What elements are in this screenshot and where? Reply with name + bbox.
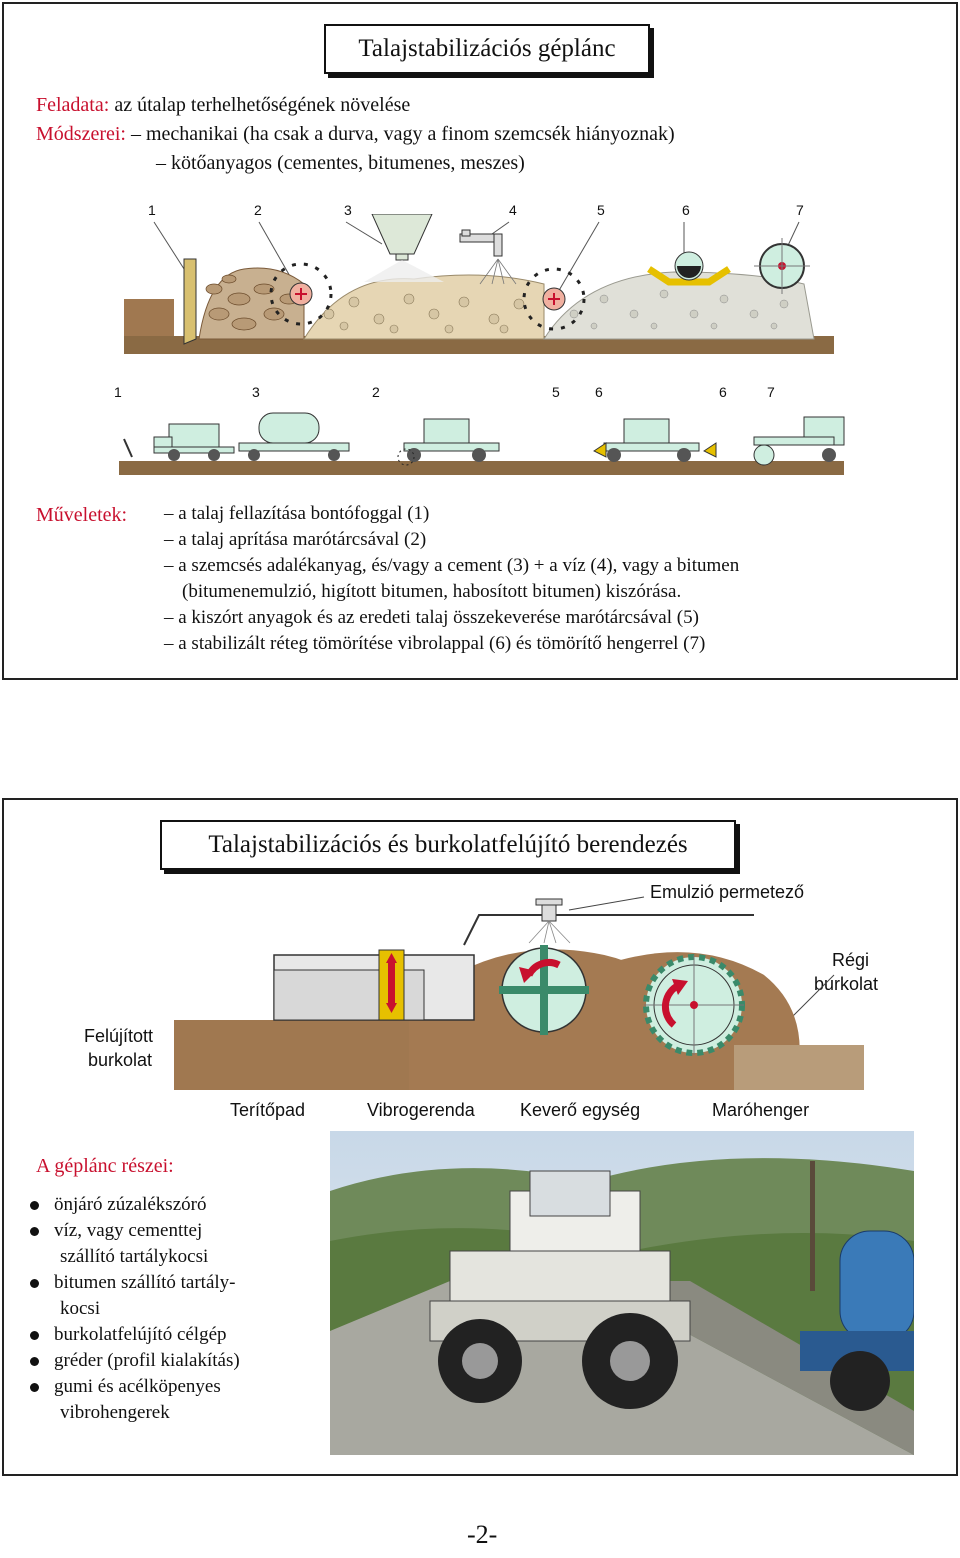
page-number: -2-	[467, 1520, 498, 1549]
operation-item: – a szemcsés adalékanyag, és/vagy a ceme…	[164, 555, 740, 576]
section1-title: Talajstabilizációs géplánc	[324, 24, 650, 74]
machine-number: 7	[767, 384, 775, 400]
operations-list: – a talaj fellazítása bontófoggal (1) – …	[164, 501, 739, 657]
operation-item: – a stabilizált réteg tömörítése vibrola…	[164, 633, 706, 654]
process-number: 1	[148, 202, 156, 218]
parts-item-continued: vibrohengerek	[60, 1402, 170, 1423]
machine-chain-diagram	[119, 412, 845, 475]
parts-item-continued: kocsi	[60, 1298, 101, 1319]
parts-item: gréder (profil kialakítás)	[24, 1348, 240, 1374]
label-renewed-pavement-2: burkolat	[88, 1050, 153, 1070]
operation-item: – a kiszórt anyagok és az eredeti talaj …	[164, 607, 699, 628]
operation-item: – a talaj aprítása marótárcsával (2)	[164, 529, 427, 550]
parts-item: víz, vagy cementtej	[24, 1218, 240, 1244]
methods-line: Módszerei: – mechanikai (ha csak a durva…	[36, 123, 675, 146]
parts-item: gumi és acélköpenyes	[24, 1374, 240, 1400]
operation-item: – a talaj fellazítása bontófoggal (1)	[164, 503, 430, 524]
task-text: az útalap terhelhetőségének növelése	[114, 94, 411, 116]
label-renewed-pavement-1: Felújított	[84, 1026, 154, 1046]
parts-item-continued: szállító tartálykocsi	[60, 1246, 209, 1267]
process-diagram	[124, 214, 834, 354]
parts-list: önjáró zúzalékszóró víz, vagy cementtej …	[24, 1192, 240, 1426]
label-vibrobeam: Vibrogerenda	[367, 1100, 475, 1120]
method-1: – mechanikai (ha csak a durva, vagy a fi…	[130, 123, 675, 145]
method-2: – kötőanyagos (cementes, bitumenes, mesz…	[156, 152, 525, 174]
section2-title: Talajstabilizációs és burkolatfelújító b…	[160, 820, 736, 870]
panel-recycler-machine: Talajstabilizációs és burkolatfelújító b…	[2, 798, 958, 1476]
task-line: Feladata: az útalap terhelhetőségének nö…	[36, 94, 410, 117]
machine-number: 5	[552, 384, 560, 400]
task-label: Feladata:	[36, 94, 110, 116]
methods-label: Módszerei:	[36, 123, 126, 145]
operations-label: Műveletek:	[36, 504, 128, 526]
label-mixer-unit: Keverő egység	[520, 1100, 641, 1120]
process-number: 2	[254, 202, 262, 218]
label-emulsion-sprayer: Emulzió permetező	[650, 882, 805, 902]
recycler-cross-section	[174, 896, 864, 1090]
operation-item: (bitumenemulzió, higított bitumen, habos…	[182, 581, 682, 602]
panel-soil-stabilization-chain: Talajstabilizációs géplánc Feladata: az …	[2, 2, 958, 680]
process-number: 5	[597, 202, 605, 218]
machine-number: 1	[114, 384, 122, 400]
machine-number: 6	[595, 384, 603, 400]
machine-number: 3	[252, 384, 260, 400]
parts-label: A géplánc részei:	[36, 1155, 174, 1177]
parts-item: burkolatfelújító célgép	[24, 1322, 240, 1348]
parts-item: bitumen szállító tartály-	[24, 1270, 240, 1296]
machine-number: 2	[372, 384, 380, 400]
process-number: 3	[344, 202, 352, 218]
process-number: 7	[796, 202, 804, 218]
recycler-photo	[330, 1131, 914, 1455]
process-number: 6	[682, 202, 690, 218]
process-number: 4	[509, 202, 517, 218]
label-old-pavement-1: Régi	[832, 950, 870, 970]
machine-number: 6	[719, 384, 727, 400]
label-milling-drum: Maróhenger	[712, 1100, 810, 1120]
parts-item: önjáró zúzalékszóró	[24, 1192, 240, 1218]
label-screed: Terítőpad	[230, 1100, 306, 1120]
